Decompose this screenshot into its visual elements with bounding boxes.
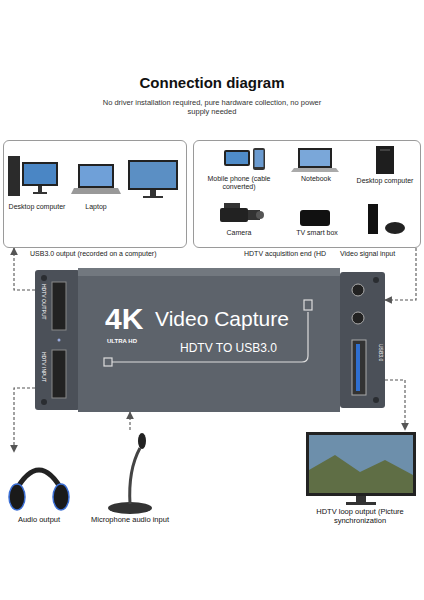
capture-device — [35, 268, 385, 412]
tower-icon — [376, 146, 394, 174]
headphones-icon — [9, 470, 69, 510]
panel-caption: Video signal input — [340, 250, 395, 258]
device-icon: Notebook — [286, 145, 346, 183]
signal-connector — [129, 412, 130, 430]
device-icon: Mobile phone (cable converted) — [198, 145, 280, 191]
monitor-icon — [128, 160, 178, 198]
device-label: Notebook — [301, 175, 331, 183]
desktop-icon — [8, 156, 58, 196]
camera-icon — [220, 203, 264, 222]
signal-connector — [14, 388, 35, 452]
notebook-icon — [291, 148, 339, 172]
device-icon: Desktop computer — [354, 145, 416, 185]
tv-icon — [306, 432, 416, 505]
port-label: USB3.0 — [378, 344, 384, 361]
product-name: Video Capture — [155, 308, 289, 329]
port-label: HDTV INPUT — [41, 352, 47, 382]
peripheral-icon: Audio output — [3, 452, 75, 525]
panel-caption: HDTV acquisition end (HD — [244, 250, 326, 258]
signal-connector — [385, 380, 405, 430]
peripheral-label: Microphone audio input — [91, 516, 169, 525]
subtitle-note: No driver installation required, pure ha… — [100, 98, 324, 116]
device-label: TV smart box — [296, 229, 338, 237]
port-label: HDTV OUTPUT — [41, 284, 47, 320]
console-icon — [368, 204, 405, 234]
tv-box-icon — [300, 210, 330, 226]
device-label: Laptop — [85, 203, 106, 211]
device-icon: Laptop — [70, 155, 122, 211]
capture-card: 4KULTRA HDVideo CaptureHDTV TO USB3.0HDT… — [35, 268, 385, 412]
device-label: Desktop computer — [357, 177, 414, 185]
device-icon: Desktop computer — [8, 155, 66, 211]
product-subtitle: HDTV TO USB3.0 — [180, 342, 277, 354]
panel-caption: USB3.0 output (recorded on a computer) — [30, 250, 182, 258]
peripheral-label: HDTV loop output (Picture synchronizatio… — [300, 508, 420, 525]
diagram-title: Connection diagram — [0, 74, 424, 91]
device-label: Mobile phone (cable converted) — [198, 175, 280, 191]
peripheral-label: Audio output — [18, 516, 60, 525]
device-icon: Camera — [208, 199, 270, 237]
output-panel: USB3.0 output (recorded on a computer)De… — [3, 140, 187, 248]
device-icon: TV smart box — [286, 199, 348, 237]
peripheral-icon: Microphone audio input — [80, 430, 180, 525]
peripheral-icon: HDTV loop output (Picture synchronizatio… — [300, 430, 420, 525]
microphone-icon — [108, 433, 152, 514]
input-panel: HDTV acquisition end (HDVideo signal inp… — [193, 140, 421, 248]
device-label: Camera — [227, 229, 252, 237]
device-label: Desktop computer — [9, 203, 66, 211]
phone-icon — [224, 148, 265, 170]
resolution-badge: 4K — [105, 304, 143, 334]
badge-subtext: ULTRA HD — [107, 338, 137, 344]
laptop-icon — [71, 164, 121, 194]
